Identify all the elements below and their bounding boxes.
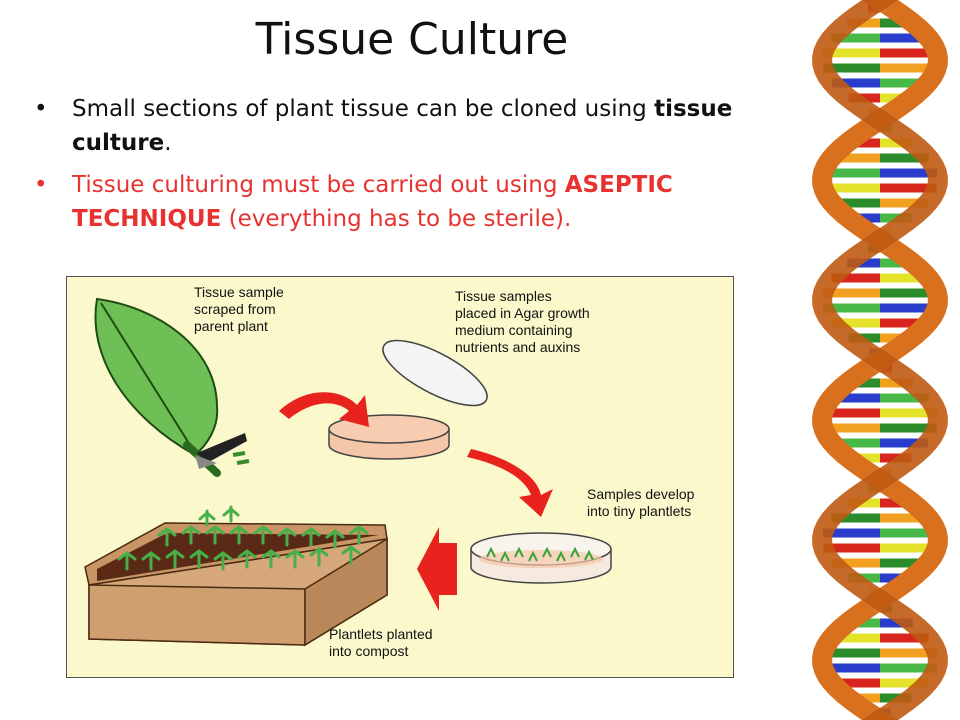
label-agar-medium: Tissue samples placed in Agar growth med…	[455, 288, 594, 355]
bullet-text-end: .	[164, 130, 172, 156]
petri-dish-icon	[328, 339, 488, 460]
bullet-dot: •	[34, 172, 48, 198]
dna-strand	[812, 0, 948, 720]
bullet-item: • Small sections of plant tissue can be …	[34, 92, 754, 160]
bullet-dot: •	[34, 96, 48, 122]
scalpel-icon	[195, 433, 250, 469]
arrow-icon	[417, 527, 457, 611]
bullet-list: • Small sections of plant tissue can be …	[34, 92, 754, 244]
label-plantlets-compost: Plantlets planted into compost	[329, 626, 436, 659]
bullet-bold: tissue culture	[72, 96, 733, 156]
bullet-item: • Tissue culturing must be carried out u…	[34, 168, 754, 236]
label-tissue-sample: Tissue sample scraped from parent plant	[194, 284, 288, 334]
dna-helix-icon	[812, 0, 948, 720]
bullet-text: Small sections of plant tissue can be cl…	[72, 96, 655, 122]
tissue-culture-diagram: Tissue sample scraped from parent plant …	[66, 276, 734, 678]
arrow-icon	[279, 392, 369, 427]
bullet-text: Tissue culturing must be carried out usi…	[72, 172, 565, 198]
plantlets-icon	[117, 505, 369, 571]
slide-title: Tissue Culture	[255, 14, 569, 65]
bullet-text-end: (everything has to be sterile).	[221, 206, 572, 232]
bullet-bold: ASEPTIC TECHNIQUE	[72, 172, 673, 232]
petri-dish-icon	[470, 532, 612, 584]
diagram-svg: Tissue sample scraped from parent plant …	[84, 284, 698, 659]
label-plantlets-develop: Samples develop into tiny plantlets	[587, 486, 698, 519]
arrow-icon	[467, 449, 553, 517]
